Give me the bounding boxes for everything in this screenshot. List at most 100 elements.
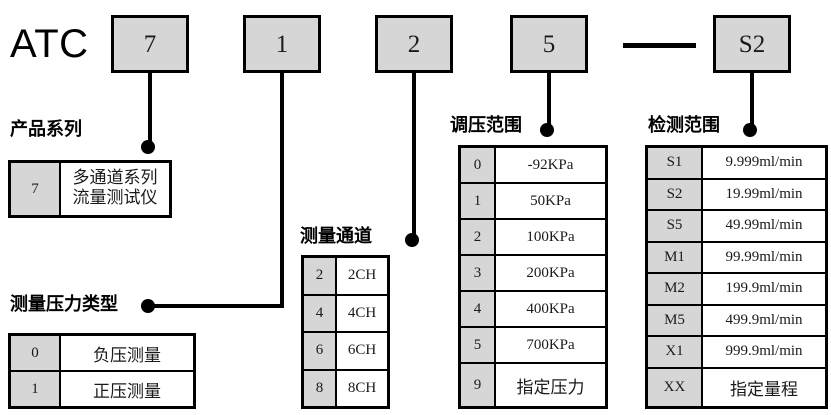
code-box-pressure-range[interactable]: 5 bbox=[510, 15, 588, 73]
table-row: 4 4CH bbox=[304, 295, 387, 333]
table-row: M5 499.9ml/min bbox=[648, 305, 825, 337]
cell-code: 8 bbox=[304, 370, 337, 406]
table-product-series: 7 多通道系列 流量测试仪 bbox=[8, 160, 172, 218]
code-box-channel[interactable]: 2 bbox=[375, 15, 453, 73]
table-row: X1 999.9ml/min bbox=[648, 337, 825, 369]
table-row: XX 指定量程 bbox=[648, 368, 825, 406]
leader-dot-pressure-range bbox=[540, 123, 554, 137]
table-row: 2 100KPa bbox=[461, 220, 605, 256]
code-box-series[interactable]: 7 bbox=[111, 15, 189, 73]
label-detection-range: 检测范围 bbox=[648, 115, 720, 136]
cell-value: 指定压力 bbox=[496, 364, 605, 406]
table-row: 7 多通道系列 流量测试仪 bbox=[11, 163, 169, 215]
cell-code: 1 bbox=[11, 372, 61, 406]
cell-code: 4 bbox=[461, 292, 496, 326]
code-separator-dash bbox=[623, 43, 696, 48]
cell-code: X1 bbox=[648, 337, 703, 367]
cell-value: 49.99ml/min bbox=[703, 211, 825, 241]
cell-value: 指定量程 bbox=[703, 368, 825, 406]
table-row: 8 8CH bbox=[304, 370, 387, 406]
cell-value: 999.9ml/min bbox=[703, 337, 825, 367]
leader-line-pressure-type-horizontal bbox=[148, 304, 284, 308]
cell-value: 99.99ml/min bbox=[703, 242, 825, 272]
cell-code: 1 bbox=[461, 184, 496, 218]
table-row: 9 指定压力 bbox=[461, 364, 605, 406]
cell-value: 9.999ml/min bbox=[703, 148, 825, 178]
cell-value-line2: 流量测试仪 bbox=[72, 188, 158, 208]
code-box-detection-range[interactable]: S2 bbox=[713, 15, 791, 73]
code-box-pressure-range-value: 5 bbox=[542, 30, 556, 58]
table-row: 5 700KPa bbox=[461, 328, 605, 364]
leader-dot-pressure-type bbox=[141, 299, 155, 313]
cell-value: 50KPa bbox=[496, 184, 605, 218]
table-measure-channel: 2 2CH 4 4CH 6 6CH 8 8CH bbox=[301, 255, 390, 409]
cell-code: S5 bbox=[648, 211, 703, 241]
table-row: 4 400KPa bbox=[461, 292, 605, 328]
cell-code: 4 bbox=[304, 295, 337, 331]
table-row: S2 19.99ml/min bbox=[648, 179, 825, 211]
cell-code: 0 bbox=[461, 148, 496, 182]
leader-line-series bbox=[148, 73, 152, 147]
leader-dot-detection-range bbox=[743, 123, 757, 137]
cell-code: 2 bbox=[461, 220, 496, 254]
code-box-detection-range-value: S2 bbox=[738, 30, 766, 58]
table-pressure-range: 0 -92KPa 1 50KPa 2 100KPa 3 200KPa 4 400… bbox=[458, 145, 608, 409]
cell-code: 2 bbox=[304, 258, 337, 294]
label-pressure-range: 调压范围 bbox=[450, 115, 522, 136]
table-detection-range: S1 9.999ml/min S2 19.99ml/min S5 49.99ml… bbox=[645, 145, 828, 409]
table-row: S5 49.99ml/min bbox=[648, 211, 825, 243]
cell-code: S2 bbox=[648, 179, 703, 209]
table-row: M2 199.9ml/min bbox=[648, 274, 825, 306]
table-pressure-type: 0 负压测量 1 正压测量 bbox=[8, 333, 196, 409]
table-row: 3 200KPa bbox=[461, 256, 605, 292]
cell-code: 5 bbox=[461, 328, 496, 362]
cell-value: -92KPa bbox=[496, 148, 605, 182]
cell-value: 负压测量 bbox=[61, 336, 193, 370]
table-row: 1 正压测量 bbox=[11, 372, 193, 406]
cell-code: XX bbox=[648, 368, 703, 406]
cell-code: M2 bbox=[648, 274, 703, 304]
leader-line-pressure-type-vertical bbox=[280, 73, 284, 306]
cell-code: 6 bbox=[304, 333, 337, 369]
cell-value: 2CH bbox=[337, 258, 387, 294]
cell-value: 19.99ml/min bbox=[703, 179, 825, 209]
label-measure-channel: 测量通道 bbox=[300, 226, 372, 247]
cell-code: 9 bbox=[461, 364, 496, 406]
cell-value: 400KPa bbox=[496, 292, 605, 326]
cell-value: 6CH bbox=[337, 333, 387, 369]
label-product-series: 产品系列 bbox=[10, 119, 82, 140]
cell-value: 多通道系列 流量测试仪 bbox=[61, 163, 169, 215]
table-row: M1 99.99ml/min bbox=[648, 242, 825, 274]
brand-label: ATC bbox=[10, 22, 89, 66]
cell-value: 700KPa bbox=[496, 328, 605, 362]
cell-value: 4CH bbox=[337, 295, 387, 331]
code-box-channel-value: 2 bbox=[407, 30, 421, 58]
cell-value-line1: 多通道系列 bbox=[72, 168, 158, 189]
table-row: 2 2CH bbox=[304, 258, 387, 296]
table-row: 1 50KPa bbox=[461, 184, 605, 220]
code-box-pressure-type-value: 1 bbox=[275, 30, 289, 58]
leader-dot-channel bbox=[405, 233, 419, 247]
cell-value: 499.9ml/min bbox=[703, 305, 825, 335]
code-box-series-value: 7 bbox=[143, 30, 157, 58]
cell-code: M5 bbox=[648, 305, 703, 335]
table-row: 0 -92KPa bbox=[461, 148, 605, 184]
cell-value: 100KPa bbox=[496, 220, 605, 254]
label-pressure-type: 测量压力类型 bbox=[10, 294, 118, 315]
cell-code: 0 bbox=[11, 336, 61, 370]
cell-value: 200KPa bbox=[496, 256, 605, 290]
cell-value: 8CH bbox=[337, 370, 387, 406]
table-row: S1 9.999ml/min bbox=[648, 148, 825, 180]
cell-value: 正压测量 bbox=[61, 372, 193, 406]
code-box-pressure-type[interactable]: 1 bbox=[243, 15, 321, 73]
leader-dot-series bbox=[141, 140, 155, 154]
cell-code: S1 bbox=[648, 148, 703, 178]
leader-line-detection-range bbox=[750, 73, 754, 131]
table-row: 0 负压测量 bbox=[11, 336, 193, 372]
leader-line-pressure-range bbox=[547, 73, 551, 131]
cell-code: M1 bbox=[648, 242, 703, 272]
leader-line-channel bbox=[412, 73, 416, 241]
cell-code: 7 bbox=[11, 163, 61, 215]
cell-code: 3 bbox=[461, 256, 496, 290]
